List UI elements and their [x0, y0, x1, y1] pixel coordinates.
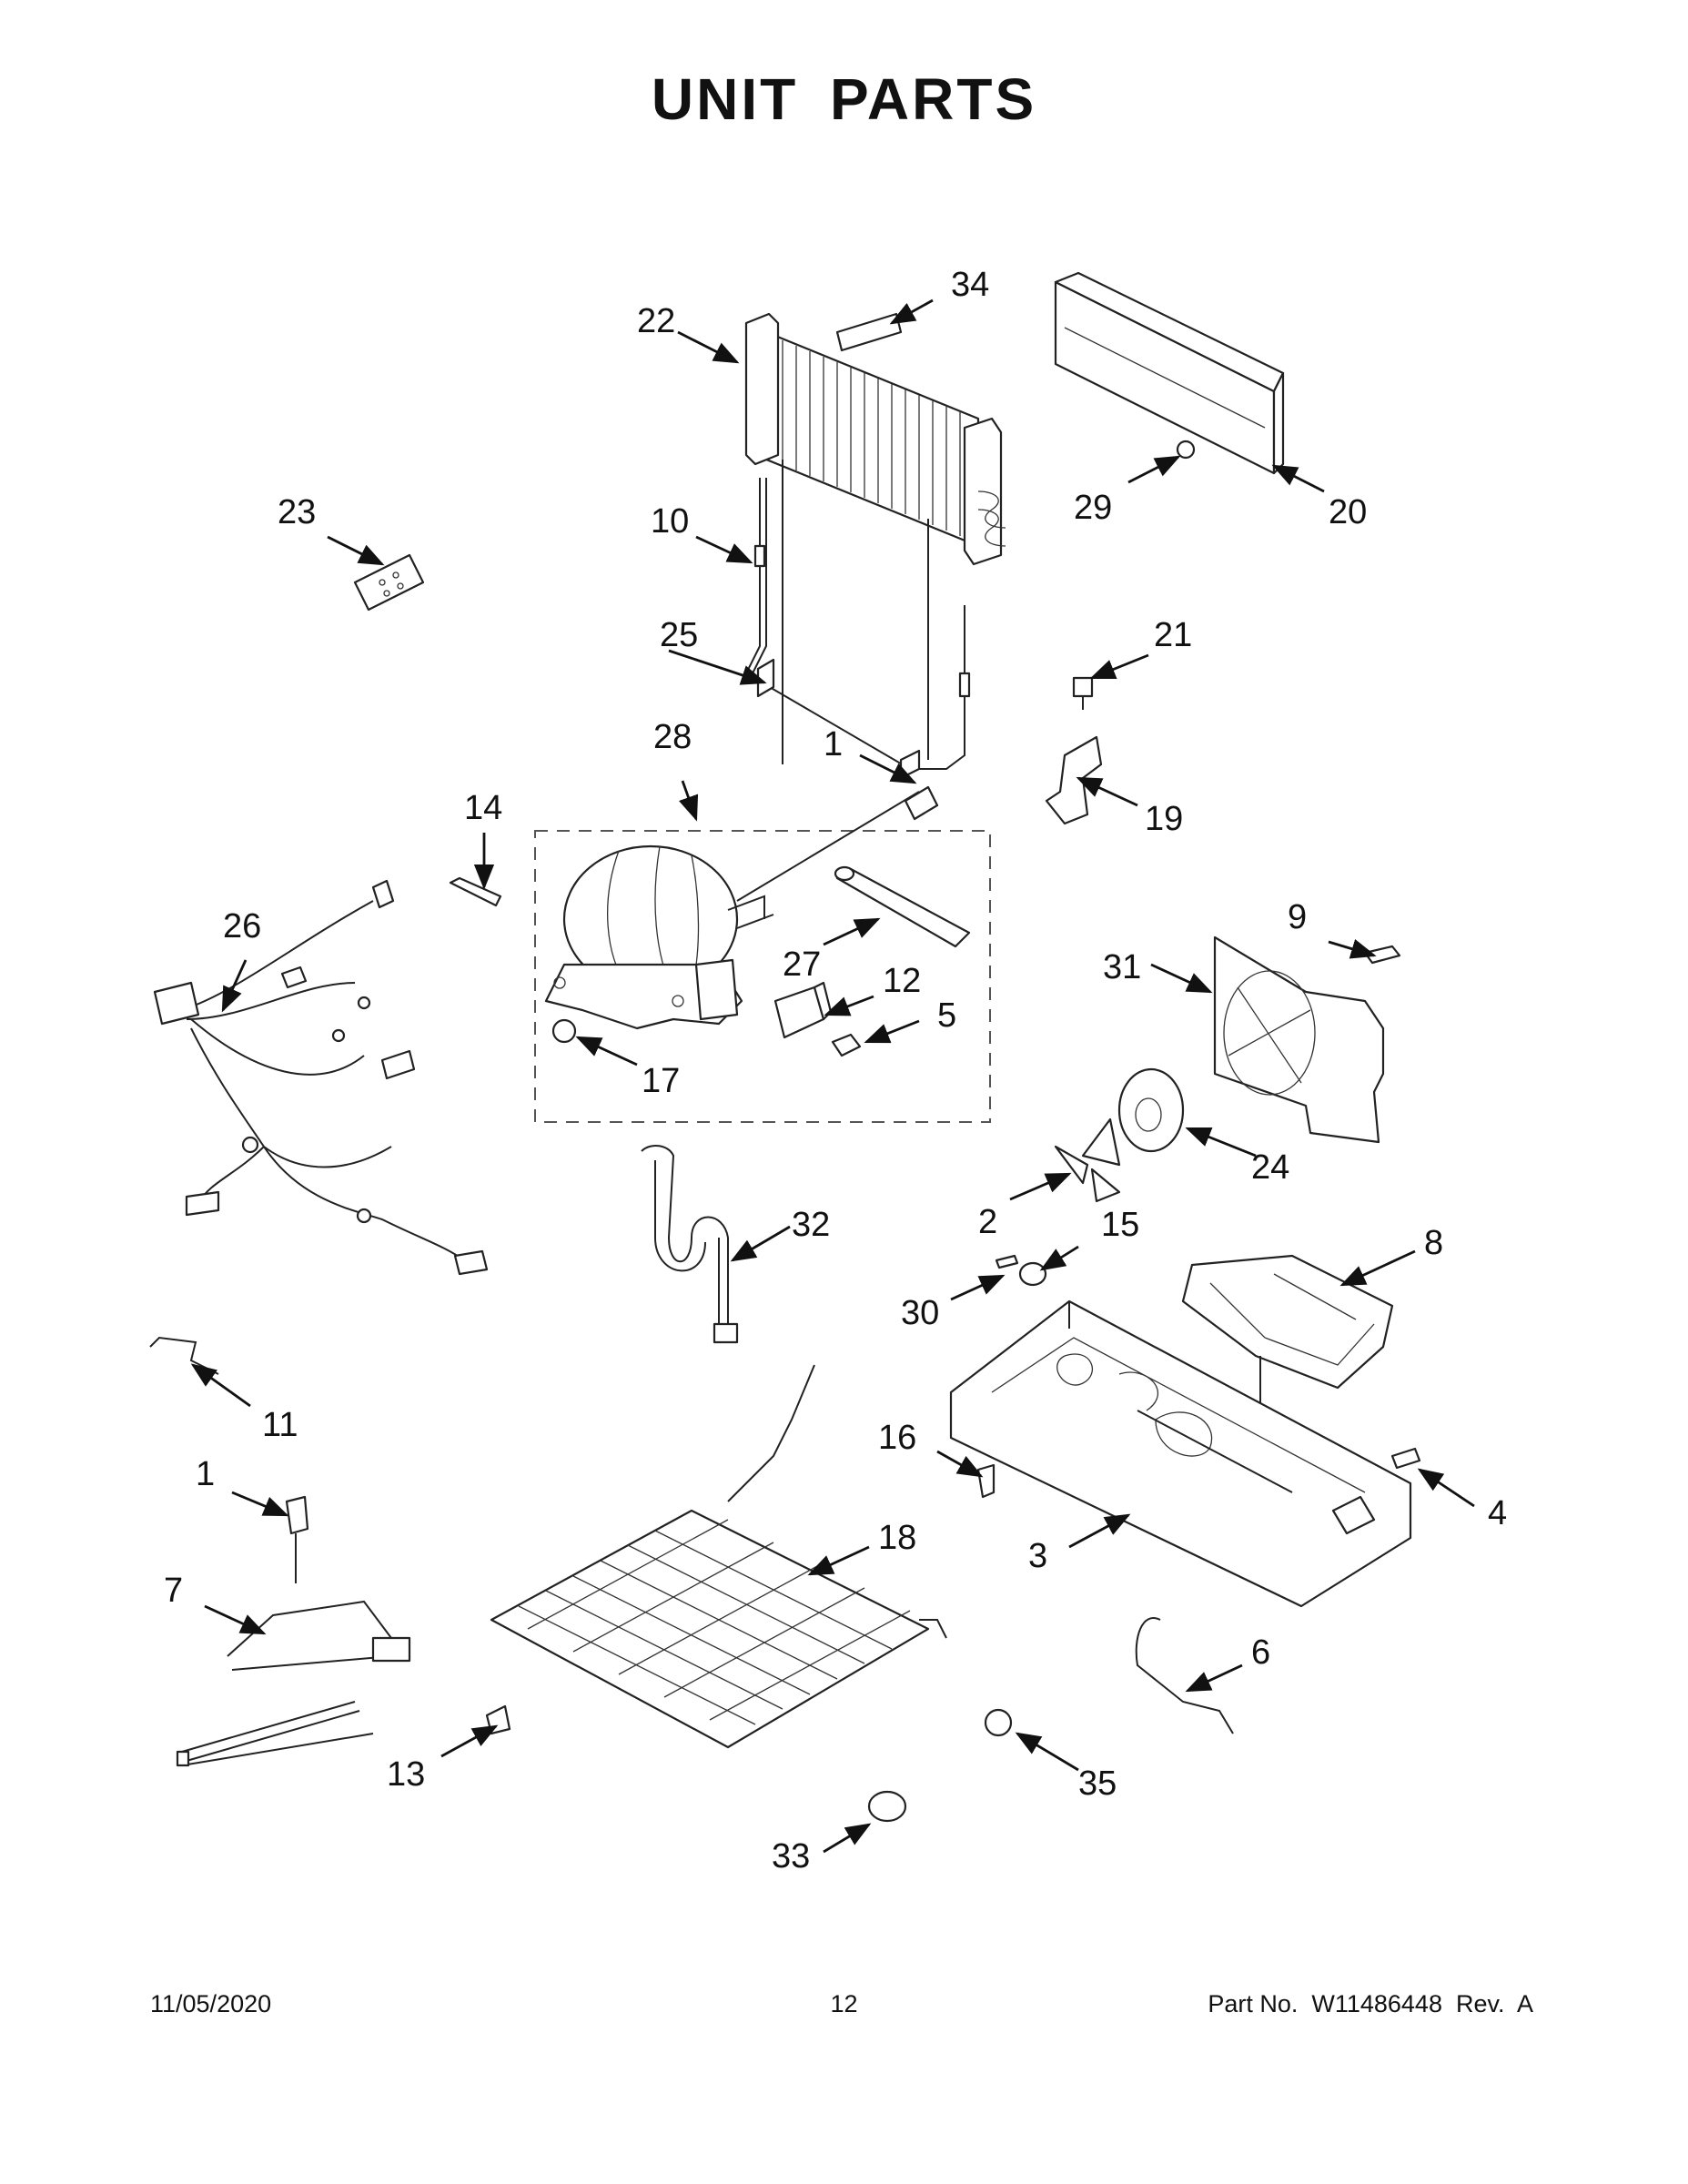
callout-18: 18	[878, 1519, 916, 1557]
callout-19: 19	[1145, 800, 1183, 838]
callout-6: 6	[1251, 1633, 1270, 1672]
drain-tube-part-32	[641, 1145, 739, 1344]
condenser-assembly	[744, 312, 1006, 764]
wire-part-6	[1135, 1617, 1234, 1734]
heater-part-7	[176, 1495, 411, 1767]
duct-cover-part-20	[1054, 271, 1285, 475]
callout-23: 23	[278, 493, 316, 531]
callout-17: 17	[642, 1062, 680, 1100]
relay-part-12	[773, 981, 833, 1039]
callout-30: 30	[901, 1294, 939, 1332]
bracket-part-8	[1181, 1254, 1394, 1456]
footer-part-number: Part No. W11486448 Rev. A	[1208, 1990, 1533, 2017]
bolt-part-1-top	[904, 785, 939, 821]
callout-28: 28	[653, 718, 692, 756]
footer-date: 11/05/2020	[150, 1990, 272, 2017]
grommet-part-15	[1018, 1261, 1047, 1287]
callout-15: 15	[1101, 1206, 1139, 1244]
screw-part-16	[976, 1463, 996, 1499]
callout-26: 26	[223, 907, 261, 945]
footer-page-number: 12	[830, 1990, 858, 2017]
callout-16: 16	[878, 1419, 916, 1457]
callout-13: 13	[387, 1755, 425, 1794]
callout-12: 12	[883, 962, 921, 1000]
page-title: UNIT PARTS	[651, 66, 1037, 132]
callout-34: 34	[951, 266, 989, 304]
callout-9: 9	[1288, 898, 1307, 936]
callout-8: 8	[1424, 1224, 1443, 1262]
callout-2: 2	[978, 1203, 997, 1241]
evaporator-part-18	[490, 1364, 947, 1749]
clip-part-11	[149, 1336, 219, 1375]
compressor-kit-outline	[534, 830, 991, 1123]
callout-20: 20	[1329, 493, 1367, 531]
callout-11: 11	[262, 1406, 298, 1444]
callout-1-top: 1	[824, 725, 843, 763]
callout-25: 25	[660, 616, 698, 654]
callout-7: 7	[164, 1572, 183, 1610]
screw-part-9	[1363, 945, 1401, 965]
callout-32: 32	[792, 1206, 830, 1244]
pin-part-30	[995, 1254, 1019, 1269]
callout-35: 35	[1078, 1764, 1117, 1803]
clip-part-35	[984, 1708, 1013, 1737]
fan-shroud-part-31	[1213, 935, 1385, 1144]
callout-24: 24	[1251, 1148, 1289, 1187]
wire-harness-part-26	[153, 879, 489, 1276]
callout-5: 5	[937, 996, 956, 1035]
capacitor-part-5	[831, 1033, 862, 1057]
callout-21: 21	[1154, 616, 1192, 654]
callout-numbers: 34 22 29 20 23 10 25 21 28 1 19 14 26 27…	[164, 266, 1507, 1876]
bracket-part-19-screw-21	[1045, 676, 1103, 825]
callout-3: 3	[1028, 1537, 1047, 1575]
callout-22: 22	[637, 302, 675, 340]
base-plate-part-3	[949, 1299, 1412, 1608]
callout-1-bottom: 1	[196, 1455, 215, 1493]
callout-27: 27	[783, 945, 821, 984]
compressor-part-28	[544, 791, 920, 1044]
callout-14: 14	[464, 789, 502, 827]
callout-33: 33	[772, 1837, 810, 1876]
callout-31: 31	[1103, 948, 1141, 986]
callout-29: 29	[1074, 489, 1112, 527]
callout-leaders	[190, 298, 1475, 1854]
plug-part-33	[867, 1790, 907, 1823]
screw-part-4	[1390, 1447, 1421, 1470]
drier-part-27	[834, 865, 971, 948]
control-board-part-23	[353, 553, 425, 612]
callout-4: 4	[1488, 1494, 1507, 1532]
fan-motor-part-24	[1117, 1067, 1185, 1153]
fan-blade-part-2	[1054, 1117, 1121, 1203]
strap-part-14	[449, 876, 502, 907]
callout-10: 10	[651, 502, 689, 541]
